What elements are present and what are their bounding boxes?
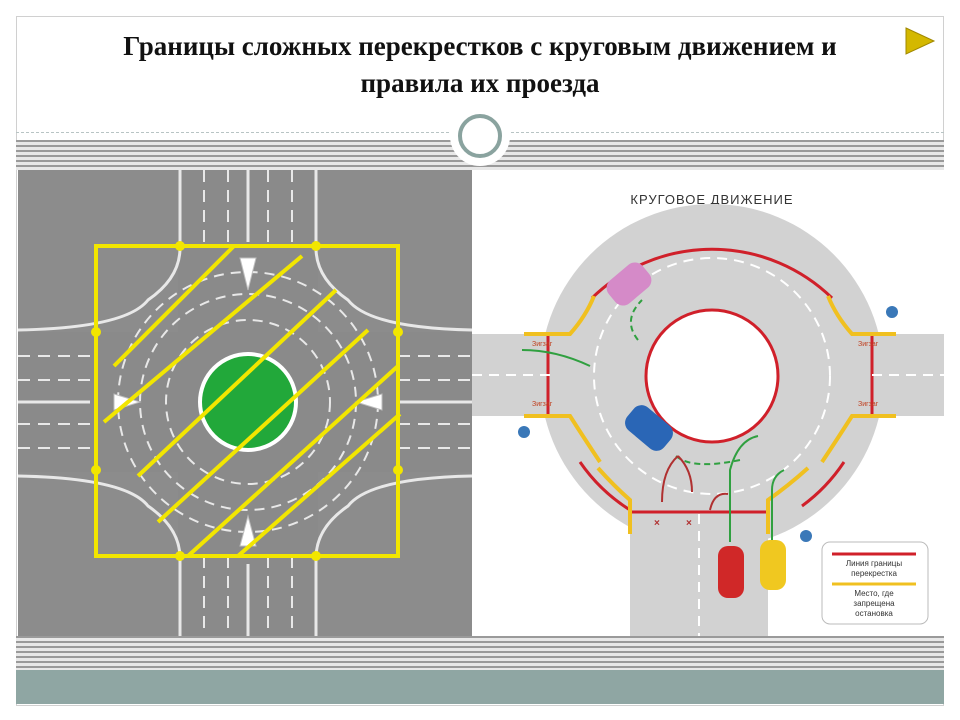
svg-text:×: × [686,518,692,529]
road-mark-1: Зигзаг [532,341,553,348]
legend-border-2: перекрестка [851,569,897,578]
legend: Линия границы перекрестка Место, где зап… [821,541,929,625]
circle-badge-icon [450,106,510,166]
footer-bar [16,670,944,704]
yellow-car-icon [760,540,786,590]
road-mark-3: Зигзаг [858,341,879,348]
bottom-stripe-band [16,636,944,670]
blue-car-icon [625,405,673,451]
legend-nostop-1: Место, где [854,589,894,598]
legend-border-1: Линия границы [846,559,902,568]
camera-icon [518,306,898,542]
next-slide-arrow-icon[interactable] [904,26,936,56]
pink-car-icon [606,262,652,306]
legend-nostop-2: запрещена [853,599,895,608]
svg-text:×: × [654,518,660,529]
legend-nostop-3: остановка [855,609,893,618]
title-line-2: правила их проезда [360,68,600,98]
red-car-icon [718,546,744,598]
right-roundabout-scheme: КРУГОВОЕ ДВИЖЕНИЕ Зигзаг Зигзаг Зигзаг З… [472,170,944,636]
title-line-1: Границы сложных перекрестков с круговым … [123,31,837,61]
slide-title: Границы сложных перекрестков с круговым … [30,28,930,102]
road-mark-4: Зигзаг [858,401,879,408]
left-roundabout-scheme [18,170,472,636]
road-mark-2: Зигзаг [532,401,553,408]
right-diagram-heading: КРУГОВОЕ ДВИЖЕНИЕ [630,192,793,207]
